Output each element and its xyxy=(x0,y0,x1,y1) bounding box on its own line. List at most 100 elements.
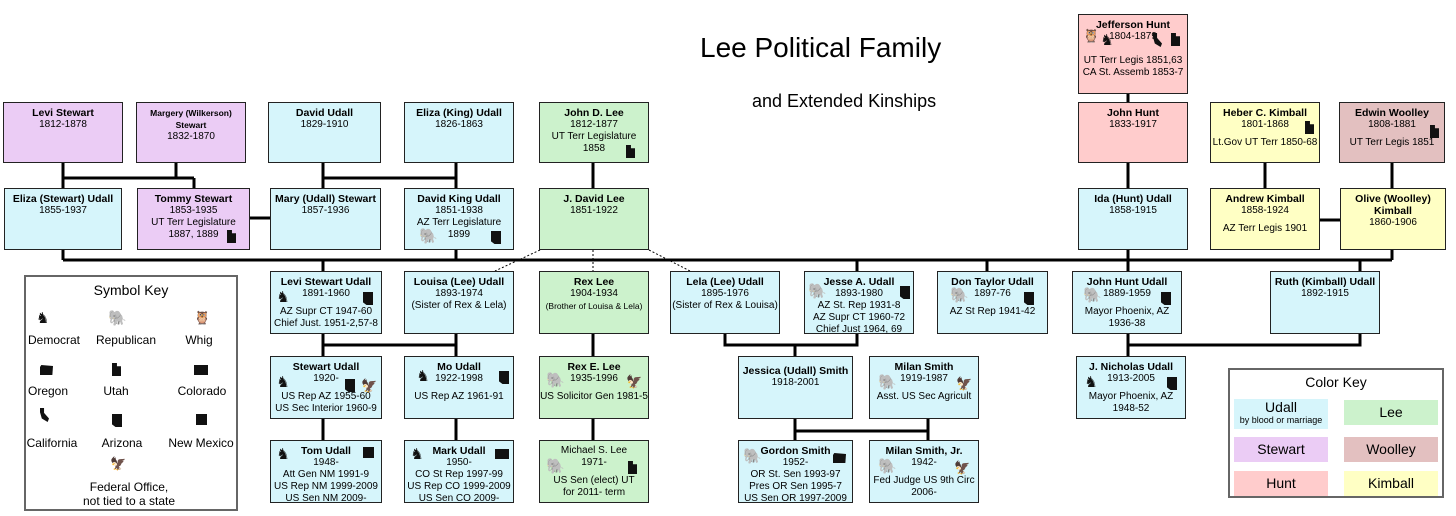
person-andrew-kimball[interactable]: Andrew Kimball 1858-1924 AZ Terr Legis 1… xyxy=(1210,188,1320,250)
color-swatch-hunt: Hunt xyxy=(1234,471,1328,496)
person-name: Gordon Smith xyxy=(760,445,831,457)
person-milan-smith[interactable]: Milan Smith 1919-1987 Asst. US Sec Agric… xyxy=(869,356,979,419)
elephant-icon: 🐘 xyxy=(743,448,762,465)
person-milan-smith-jr[interactable]: Milan Smith, Jr. 1942- Fed Judge US 9th … xyxy=(869,440,979,503)
donkey-icon: ♞ xyxy=(36,310,50,327)
person-name: Edwin Woolley xyxy=(1355,107,1429,119)
arizona-state-icon xyxy=(1024,292,1034,305)
person-name: Mark Udall xyxy=(432,445,486,457)
person-tommy-stewart[interactable]: Tommy Stewart 1853-1935 UT Terr Legislat… xyxy=(137,188,250,250)
elephant-icon: 🐘 xyxy=(108,310,127,327)
person-david-king-udall[interactable]: David King Udall 1851-1938 AZ Terr Legis… xyxy=(404,188,514,250)
person-name: Olive (Woolley) Kimball xyxy=(1355,193,1431,217)
person-david-udall[interactable]: David Udall 1829-1910 xyxy=(268,102,381,163)
person-mary-udall-stewart[interactable]: Mary (Udall) Stewart 1857-1936 xyxy=(270,188,381,250)
utah-state-icon xyxy=(1430,125,1439,138)
owl-icon: 🦉 xyxy=(194,310,211,325)
donkey-icon: ♞ xyxy=(1100,32,1114,49)
person-levi-stewart-udall[interactable]: Levi Stewart Udall 1891-1960 AZ Supr CT … xyxy=(270,271,382,334)
california-state-icon xyxy=(40,408,49,422)
person-name: Stewart Udall xyxy=(292,361,360,373)
elephant-icon: 🐘 xyxy=(546,372,565,389)
person-ida-hunt-udall[interactable]: Ida (Hunt) Udall 1858-1915 xyxy=(1078,188,1188,250)
person-name: Ida (Hunt) Udall xyxy=(1094,193,1172,205)
elephant-icon: 🐘 xyxy=(1083,287,1102,304)
elephant-icon: 🐘 xyxy=(419,228,438,245)
person-name: Don Taylor Udall xyxy=(951,276,1034,288)
person-rex-e-lee[interactable]: Rex E. Lee 1935-1996 US Solicitor Gen 19… xyxy=(539,356,649,419)
person-margery-stewart[interactable]: Margery (Wilkerson) Stewart 1832-1870 xyxy=(136,102,246,163)
person-stewart-udall[interactable]: Stewart Udall 1920- US Rep AZ 1955-60 US… xyxy=(270,356,382,419)
donkey-icon: ♞ xyxy=(276,446,290,463)
elephant-icon: 🐘 xyxy=(808,283,827,300)
person-tom-udall[interactable]: Tom Udall 1948- Att Gen NM 1991-9 US Rep… xyxy=(270,440,382,504)
person-heber-kimball[interactable]: Heber C. Kimball 1801-1868 Lt.Gov UT Ter… xyxy=(1210,102,1320,163)
person-louisa-lee-udall[interactable]: Louisa (Lee) Udall 1893-1974 (Sister of … xyxy=(404,271,514,334)
person-j-david-lee[interactable]: J. David Lee 1851-1922 xyxy=(539,188,649,250)
symbol-key-label: Arizona xyxy=(101,436,143,450)
person-john-hunt[interactable]: John Hunt 1833-1917 xyxy=(1078,102,1188,163)
donkey-icon: ♞ xyxy=(410,446,424,463)
person-levi-stewart[interactable]: Levi Stewart 1812-1878 xyxy=(3,102,123,163)
person-name: Ruth (Kimball) Udall xyxy=(1274,276,1376,288)
symbol-key-federal-label: Federal Office, xyxy=(89,480,169,494)
person-name: Louisa (Lee) Udall xyxy=(413,276,505,288)
color-swatch-lee: Lee xyxy=(1344,400,1438,425)
utah-state-icon xyxy=(227,230,236,243)
color-swatch-kimball: Kimball xyxy=(1344,471,1438,496)
person-name: Tom Udall xyxy=(301,445,351,457)
utah-state-icon xyxy=(1171,33,1180,46)
person-rex-lee[interactable]: Rex Lee 1904-1934 (Brother of Louisa & L… xyxy=(539,271,649,334)
new-mexico-state-icon xyxy=(363,447,374,458)
person-gordon-smith[interactable]: Gordon Smith 1952- OR St. Sen 1993-97 Pr… xyxy=(738,440,853,504)
arizona-state-icon xyxy=(491,231,501,244)
person-name: John D. Lee xyxy=(564,107,624,119)
person-name: Jesse A. Udall xyxy=(823,276,895,288)
person-name: John Hunt Udall xyxy=(1086,276,1168,288)
person-name: Heber C. Kimball xyxy=(1222,107,1308,119)
person-john-d-lee[interactable]: John D. Lee 1812-1877 UT Terr Legislatur… xyxy=(539,102,649,163)
person-jessica-udall-smith[interactable]: Jessica (Udall) Smith 1918-2001 xyxy=(738,356,853,419)
person-name: Milan Smith xyxy=(894,361,954,373)
person-olive-woolley-kimball[interactable]: Olive (Woolley) Kimball 1860-1906 xyxy=(1340,188,1446,250)
symbol-key-title: Symbol Key xyxy=(93,282,169,298)
person-jefferson-hunt[interactable]: Jefferson Hunt 1804-1879 UT Terr Legis 1… xyxy=(1078,14,1188,94)
color-key: Color Key Udall by blood or marriage Lee… xyxy=(1228,368,1444,498)
person-name: Tommy Stewart xyxy=(154,193,233,205)
federal-eagle-icon: 🦅 xyxy=(626,374,643,389)
arizona-state-icon xyxy=(900,286,910,299)
person-edwin-woolley[interactable]: Edwin Woolley 1808-1881 UT Terr Legis 18… xyxy=(1339,102,1445,163)
federal-eagle-icon: 🦅 xyxy=(956,376,973,391)
person-eliza-king-udall[interactable]: Eliza (King) Udall 1826-1863 xyxy=(404,102,514,163)
person-name: Levi Stewart Udall xyxy=(280,276,372,288)
colorado-state-icon xyxy=(194,365,208,375)
arizona-state-icon xyxy=(363,292,373,305)
person-eliza-stewart-udall[interactable]: Eliza (Stewart) Udall 1855-1937 xyxy=(4,188,122,250)
chart-subtitle: and Extended Kinships xyxy=(752,91,937,111)
symbol-key: Symbol Key ♞ Democrat 🐘 Republican 🦉 Whi… xyxy=(24,275,238,511)
person-lela-lee-udall[interactable]: Lela (Lee) Udall 1895-1976 (Sister of Re… xyxy=(670,271,780,334)
person-jesse-udall[interactable]: Jesse A. Udall 1893-1980 AZ St. Rep 1931… xyxy=(804,271,914,335)
symbol-key-federal-label: not tied to a state xyxy=(82,494,176,508)
person-j-nicholas-udall[interactable]: J. Nicholas Udall 1913-2005 Mayor Phoeni… xyxy=(1076,356,1186,419)
symbol-key-label: Republican xyxy=(95,333,157,347)
person-ruth-kimball-udall[interactable]: Ruth (Kimball) Udall 1892-1915 xyxy=(1270,271,1380,334)
person-name: Eliza (King) Udall xyxy=(416,107,502,119)
arizona-state-icon xyxy=(345,379,355,392)
person-don-taylor-udall[interactable]: Don Taylor Udall 1897-76 AZ St Rep 1941-… xyxy=(937,271,1048,334)
symbol-key-label: California xyxy=(26,436,78,450)
person-name: J. Nicholas Udall xyxy=(1088,361,1174,373)
utah-state-icon xyxy=(626,145,635,158)
person-name: Eliza (Stewart) Udall xyxy=(12,193,114,205)
person-mo-udall[interactable]: Mo Udall 1922-1998 US Rep AZ 1961-91 ♞ xyxy=(404,356,514,419)
person-john-hunt-udall[interactable]: John Hunt Udall 1889-1959 Mayor Phoenix,… xyxy=(1072,271,1182,334)
symbol-key-label: New Mexico xyxy=(168,436,234,450)
federal-eagle-icon: 🦅 xyxy=(110,456,127,471)
california-state-icon xyxy=(1153,33,1162,47)
person-michael-s-lee[interactable]: Michael S. Lee 1971- US Sen (elect) UT f… xyxy=(539,440,649,503)
person-name: Jessica (Udall) Smith xyxy=(742,365,849,377)
person-mark-udall[interactable]: Mark Udall 1950- CO St Rep 1997-99 US Re… xyxy=(404,440,514,504)
utah-state-icon xyxy=(1305,121,1314,134)
oregon-state-icon xyxy=(833,453,846,463)
